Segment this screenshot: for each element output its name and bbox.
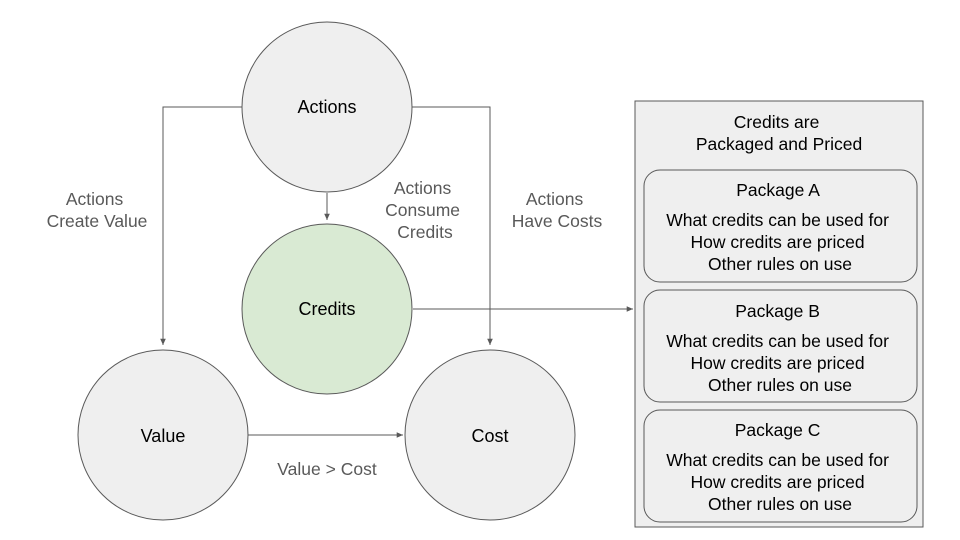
- edge-actions-to-cost: [411, 106, 493, 345]
- value-gt-cost-label: Value > Cost: [277, 459, 377, 479]
- packages-panel: Credits are Packaged and Priced Package …: [634, 100, 924, 528]
- credits-node: Credits: [241, 223, 413, 395]
- cost-label: Cost: [471, 426, 508, 446]
- package-b-text: Package B What credits can be used for H…: [666, 301, 894, 395]
- value-node: Value: [77, 349, 249, 521]
- actions-create-value-label: Actions Create Value: [47, 189, 148, 231]
- package-c-text: Package C What credits can be used for H…: [666, 420, 894, 514]
- value-label: Value: [141, 426, 186, 446]
- actions-have-costs-label: Actions Have Costs: [512, 189, 603, 231]
- edge-actions-to-value: [160, 106, 244, 345]
- actions-consume-credits-label: Actions Consume Credits: [385, 178, 465, 242]
- package-a-text: Package A What credits can be used for H…: [666, 180, 894, 274]
- panel-title: Credits are Packaged and Priced: [696, 112, 862, 154]
- actions-node: Actions: [241, 21, 413, 193]
- package-card-c: Package C What credits can be used for H…: [643, 409, 918, 523]
- credits-label: Credits: [298, 299, 355, 319]
- package-card-a: Package A What credits can be used for H…: [643, 169, 918, 283]
- actions-label: Actions: [297, 97, 356, 117]
- package-card-b: Package B What credits can be used for H…: [643, 289, 918, 403]
- cost-node: Cost: [404, 349, 576, 521]
